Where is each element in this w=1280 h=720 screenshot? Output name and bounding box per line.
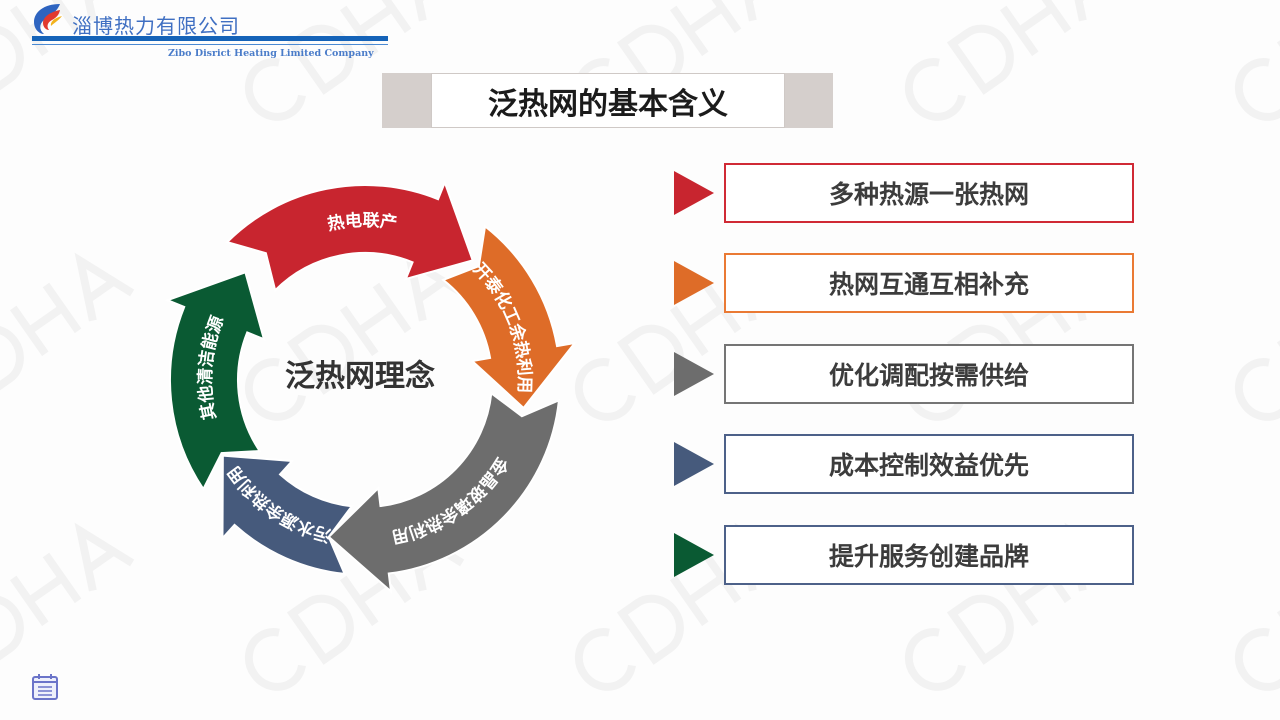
cycle-arrow-shape [164,270,266,492]
cycle-arrow-shape [225,179,475,293]
watermark-logo [1234,324,1280,421]
point-text: 优化调配按需供给 [724,344,1134,404]
notes-icon[interactable] [30,672,60,702]
watermark-logo [1234,24,1280,121]
cycle-arrow: 污水源余热利用 [221,454,354,576]
point-text: 提升服务创建品牌 [724,525,1134,585]
triangle-bullet-icon [674,352,714,396]
point-text: 成本控制效益优先 [724,434,1134,494]
point-item: 成本控制效益优先 [674,434,1136,494]
cycle-center-label: 泛热网理念 [285,359,435,394]
watermark-logo [1234,594,1280,691]
cycle-arrow: 其他清洁能源 [164,270,266,492]
watermark-logo [904,0,1125,121]
point-item: 提升服务创建品牌 [674,525,1136,585]
slide-title: 泛热网的基本含义 [431,73,785,128]
logo-divider [32,36,388,41]
cycle-arrow: 开泰化工余热利用 [441,224,578,410]
triangle-bullet-icon [674,442,714,486]
flame-logo-icon [34,4,62,34]
company-english-name: Zibo Disrict Heating Limited Company [168,48,374,59]
triangle-bullet-icon [674,261,714,305]
cycle-arrow: 金晶玻璃余热利用 [327,391,561,594]
company-name: 淄博热力有限公司 [72,14,240,38]
point-item: 热网互通互相补充 [674,253,1136,313]
cycle-arrow-shape [441,224,578,410]
point-item: 优化调配按需供给 [674,344,1136,404]
cycle-arrow-shape [221,454,354,576]
point-item: 多种热源一张热网 [674,163,1136,223]
slide-title-banner: 泛热网的基本含义 [382,73,833,128]
cycle-arrow: 热电联产 [225,179,475,293]
point-text: 多种热源一张热网 [724,163,1134,223]
company-logo: 淄博热力有限公司 Zibo Disrict Heating Limited Co… [30,2,390,60]
cycle-arrow-shape [327,391,561,594]
logo-divider-thin [32,44,388,45]
triangle-bullet-icon [674,171,714,215]
point-text: 热网互通互相补充 [724,253,1134,313]
triangle-bullet-icon [674,533,714,577]
